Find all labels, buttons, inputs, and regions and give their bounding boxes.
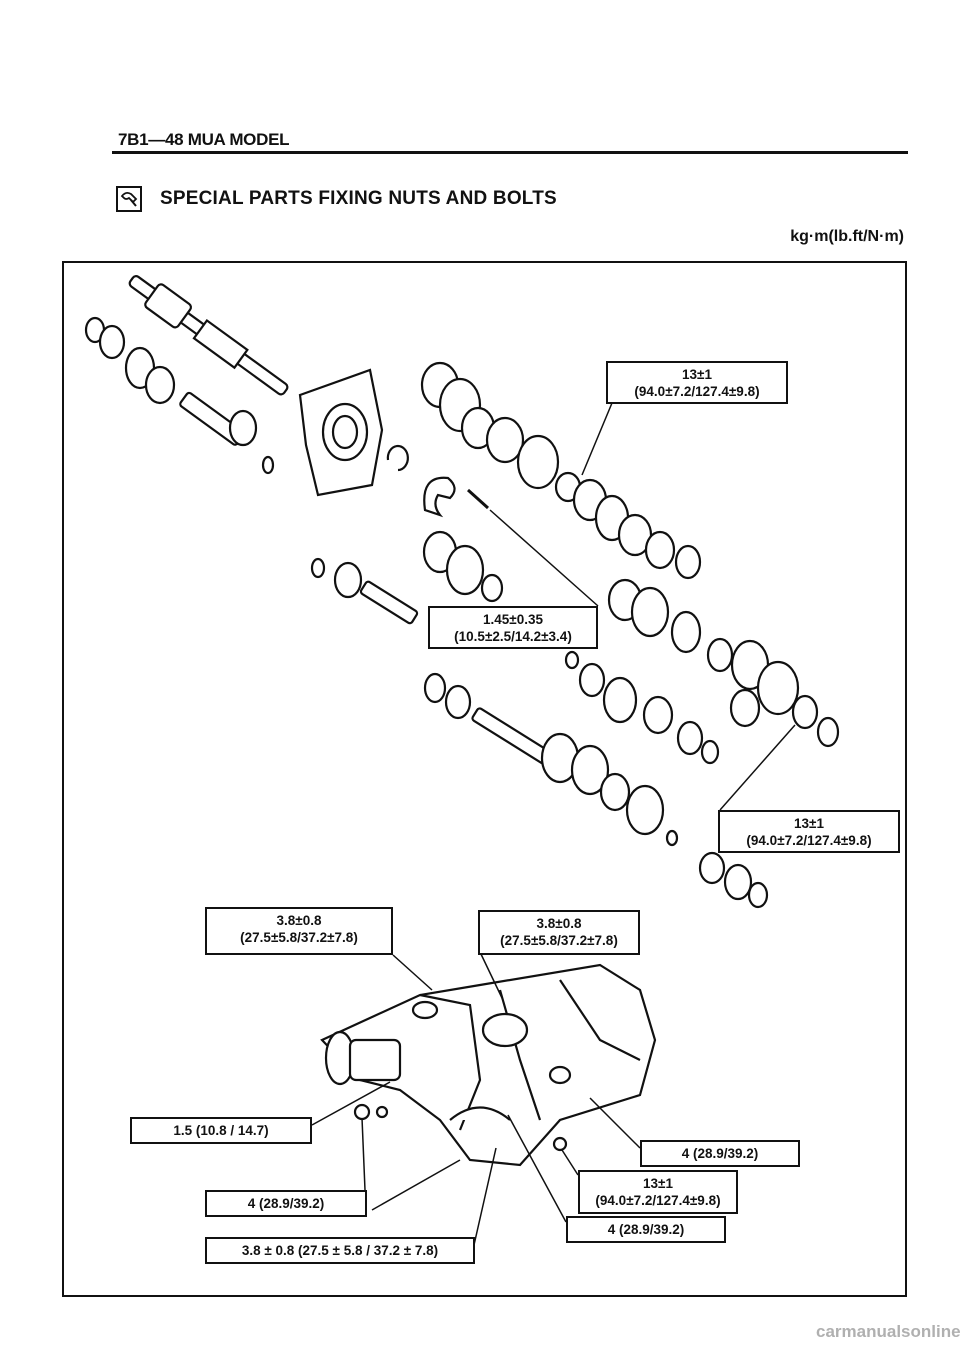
callout-case-bolt-right: 3.8±0.8 (27.5±5.8/37.2±7.8) xyxy=(478,910,640,955)
header-rule xyxy=(112,151,908,154)
input-shaft-parts xyxy=(128,275,289,396)
callout-case-bolt-left: 3.8±0.8 (27.5±5.8/37.2±7.8) xyxy=(205,907,393,955)
callout-mainshaft-nut: 13±1 (94.0±7.2/127.4±9.8) xyxy=(606,361,788,404)
page-header: 7B1—48 MUA MODEL xyxy=(118,130,290,149)
callout-drain-plug: 13±1 (94.0±7.2/127.4±9.8) xyxy=(578,1170,738,1214)
callout-front-cover-bolt: 3.8 ± 0.8 (27.5 ± 5.8 / 37.2 ± 7.8) xyxy=(205,1237,475,1264)
diagram-frame xyxy=(62,261,907,1297)
leader-lines xyxy=(311,402,796,1246)
callout-extension-bolt: 1.5 (10.8 / 14.7) xyxy=(130,1117,312,1144)
watermark: carmanualsonline.info xyxy=(816,1322,960,1341)
callout-rear-bolt: 4 (28.9/39.2) xyxy=(640,1140,800,1167)
torque-units: kg·m(lb.ft/N·m) xyxy=(790,228,904,245)
section-title: SPECIAL PARTS FIXING NUTS AND BOLTS xyxy=(160,188,557,209)
callout-countershaft-nut: 13±1 (94.0±7.2/127.4±9.8) xyxy=(718,810,900,853)
callout-bottom-bolt: 4 (28.9/39.2) xyxy=(566,1216,726,1243)
callout-shift-fork-bolt: 1.45±0.35 (10.5±2.5/14.2±3.4) xyxy=(428,606,598,649)
callout-bracket-bolt: 4 (28.9/39.2) xyxy=(205,1190,367,1217)
torque-wrench-icon xyxy=(116,186,142,212)
